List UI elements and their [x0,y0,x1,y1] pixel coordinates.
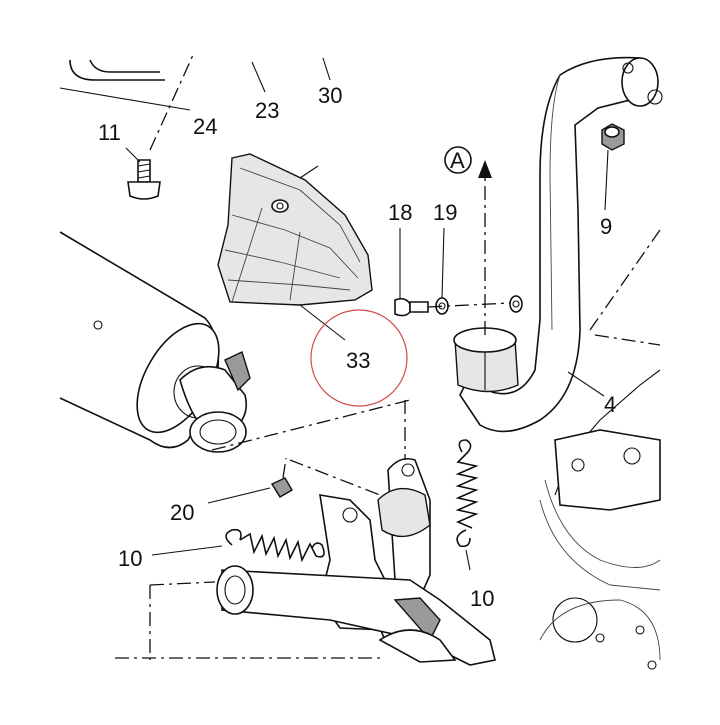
top-left-bracket [59,59,191,111]
muffler [59,231,411,453]
callout-19: 19 [433,200,457,225]
screw-18 [394,297,429,317]
washer-pipe [509,295,523,313]
callout-24: 24 [193,114,217,139]
view-marker-label: A [450,148,465,173]
clip-20 [270,457,293,498]
nut-9 [601,123,625,151]
callout-20: 20 [170,500,194,525]
callout-10-left: 10 [118,546,142,571]
callout-30: 30 [318,83,342,108]
callout-23: 23 [255,98,279,123]
callout-10-right: 10 [470,586,494,611]
view-arrow-a [444,146,492,335]
exhaust-pipe-4 [453,56,663,433]
callout-11: 11 [98,120,121,145]
highlight-circle-33 [310,309,408,407]
engine-case [539,229,661,670]
bolt-11 [127,54,194,200]
callout-4: 4 [604,392,616,417]
callout-9: 9 [600,214,612,239]
lower-pipe [115,565,496,666]
callout-33: 33 [346,348,370,373]
callout-18: 18 [388,200,412,225]
spring-10-left [225,528,325,563]
spring-10-right [455,439,479,548]
heat-shield-33 [217,153,373,306]
leader-lines [125,57,609,571]
